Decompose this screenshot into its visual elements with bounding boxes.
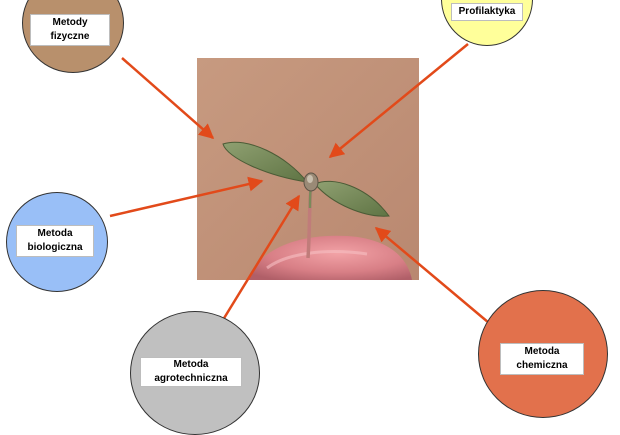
arrow-chemiczna	[374, 227, 496, 329]
node-chemiczna-label: Metoda chemiczna	[500, 343, 584, 375]
node-agrotechniczna-label: Metoda agrotechniczna	[140, 357, 242, 387]
arrows-layer	[109, 43, 496, 329]
arrow-profilaktyka	[328, 43, 469, 158]
node-profilaktyka-label: Profilaktyka	[451, 3, 523, 21]
arrow-biologiczna	[109, 176, 264, 218]
diagram-canvas: Metody fizyczne Profilaktyka Metoda biol…	[6, 0, 608, 435]
node-fizyczne-label: Metody fizyczne	[30, 14, 110, 46]
seedling-photo	[197, 58, 419, 280]
arrow-fizyczne	[121, 57, 215, 139]
arrow-agrotechniczna	[216, 194, 301, 329]
node-biologiczna-label: Metoda biologiczna	[16, 225, 94, 257]
